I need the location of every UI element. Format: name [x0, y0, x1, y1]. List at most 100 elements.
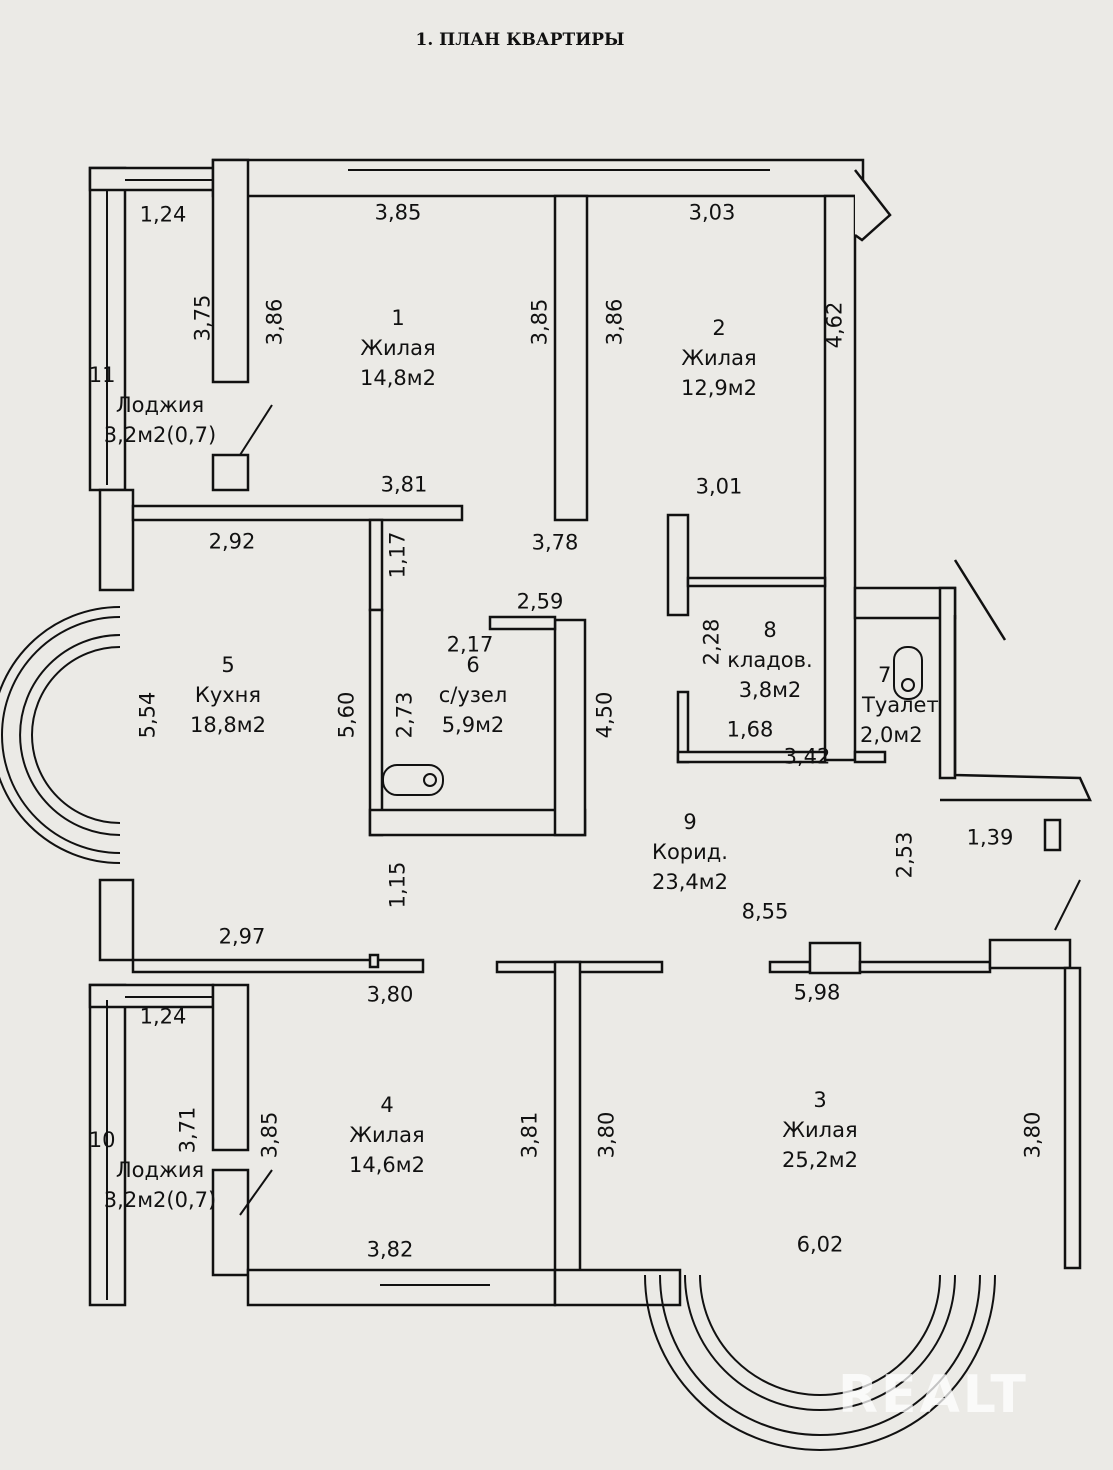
room-area: 3,8м2 [738, 678, 802, 702]
room-name: Жилая [360, 336, 436, 360]
wall [211, 158, 865, 198]
wall [368, 808, 587, 837]
wall [211, 158, 250, 384]
dim-label: 3,81 [380, 472, 428, 497]
wall [676, 750, 827, 764]
dim-label: 1,24 [139, 202, 187, 227]
pointer-line [239, 404, 273, 456]
dim-label: 4,62 [822, 301, 847, 349]
wall [1043, 818, 1062, 852]
dim-label: 1,68 [726, 717, 774, 742]
dim-label: 5,98 [793, 980, 841, 1005]
wall [211, 1168, 250, 1277]
dim-label: 1,15 [385, 861, 410, 909]
room-area: 23,4м2 [652, 870, 728, 894]
wall [553, 960, 582, 1279]
room-area: 25,2м2 [782, 1148, 858, 1172]
wall [553, 618, 587, 837]
wall [854, 169, 892, 242]
wall [131, 504, 464, 522]
room-number: 9 [683, 810, 697, 834]
dim-label: 3,86 [602, 298, 627, 346]
dim-label: 1,17 [385, 531, 410, 579]
room-name: Жилая [681, 346, 757, 370]
room-name: Туалет [862, 693, 939, 717]
room-area: 5,9м2 [441, 713, 505, 737]
room-6-label: 6 с/узел 5,9м2 [439, 650, 508, 740]
bay-window-arc [0, 606, 121, 864]
wall [368, 953, 380, 969]
wall [768, 960, 812, 974]
room-name: Лоджия [115, 393, 205, 417]
room-number: 5 [221, 653, 235, 677]
wall [211, 983, 250, 1152]
wall [488, 615, 557, 631]
watermark-logo: REALT [838, 1365, 1029, 1425]
bay-window-arc [699, 1274, 941, 1396]
room-name: Корид. [652, 840, 728, 864]
wall [98, 488, 135, 592]
room-number: 8 [763, 618, 777, 642]
room-area: 14,6м2 [349, 1153, 425, 1177]
room-number: 7 [878, 663, 892, 687]
room-number: 1 [391, 306, 405, 330]
pointer-line [239, 1169, 273, 1216]
toilet-icon [893, 646, 923, 700]
bay-window-arc [31, 646, 121, 824]
dim-label: 3,42 [783, 744, 831, 769]
room-number: 2 [712, 316, 726, 340]
wall [808, 941, 862, 975]
dim-label: 3,03 [688, 200, 736, 225]
wall [938, 586, 957, 780]
room-number: 3 [813, 1088, 827, 1112]
dim-label: 4,50 [592, 691, 617, 739]
room-name: кладов. [727, 648, 813, 672]
dim-label: 3,81 [517, 1111, 542, 1159]
room-area: 3,2м2(0,7) [103, 1188, 217, 1212]
room-area: 14,8м2 [360, 366, 436, 390]
bay-window-arc [659, 1274, 981, 1436]
bay-window-arc [1, 616, 121, 854]
dim-label: 3,80 [366, 982, 414, 1007]
room-area: 2,0м2 [860, 723, 923, 747]
dim-label: 3,80 [594, 1111, 619, 1159]
room-number: 6 [466, 653, 480, 677]
dim-label: 1,24 [139, 1004, 187, 1029]
dim-label: 3,85 [374, 200, 422, 225]
room-number: 4 [380, 1093, 394, 1117]
dim-label: 6,02 [796, 1232, 844, 1257]
bay-window-arc [19, 634, 121, 836]
wall [246, 1268, 557, 1307]
bay-window-arc [644, 1274, 996, 1451]
dim-label: 2,59 [516, 589, 564, 614]
dim-label: 3,01 [695, 474, 743, 499]
wall [368, 608, 384, 837]
wall [858, 960, 992, 974]
toilet-icon [901, 678, 915, 692]
dim-label: 2,28 [699, 618, 724, 666]
room-area: 3,2м2(0,7) [103, 423, 217, 447]
wall [553, 194, 589, 522]
wall [988, 938, 1072, 970]
wall [940, 559, 1092, 802]
dim-label: 3,75 [190, 294, 215, 342]
wall [98, 878, 135, 962]
bay-window-arc [684, 1274, 956, 1411]
room-name: Лоджия [115, 1158, 205, 1182]
dim-label: 3,85 [257, 1111, 282, 1159]
dim-label: 2,97 [218, 924, 266, 949]
room-area: 12,9м2 [681, 376, 757, 400]
toilet-icon [423, 773, 437, 787]
dim-label: 2,17 [446, 632, 494, 657]
room-name: с/узел [438, 683, 508, 707]
room-8-label: 8 кладов. 3,8м2 [727, 615, 812, 705]
room-area: 18,8м2 [190, 713, 266, 737]
wall [368, 518, 384, 612]
dim-label: 3,85 [527, 298, 552, 346]
